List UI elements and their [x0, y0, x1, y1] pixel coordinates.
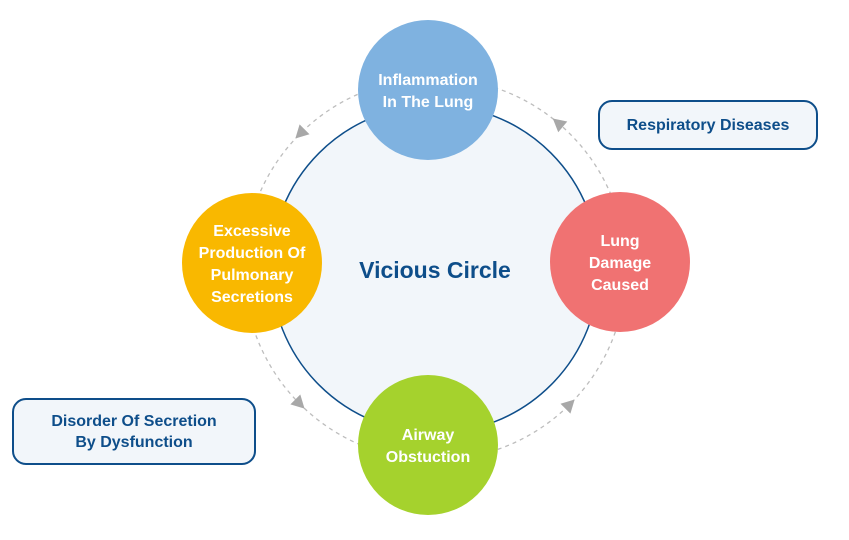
node-airway-label: Airway	[402, 427, 455, 444]
node-lung-damage-label: Damage	[589, 255, 651, 272]
node-airway-circle	[358, 375, 498, 515]
node-excessive-production-label: Excessive	[213, 223, 291, 240]
arrow-bottom-right-icon	[560, 399, 575, 414]
node-excessive-production-label: Pulmonary	[211, 267, 294, 284]
arrow-bottom-left-icon	[290, 394, 305, 409]
node-lung-damage-label: Lung	[600, 233, 639, 250]
node-inflammation-label: Inflammation	[378, 72, 478, 89]
disorder-of-secretion-callout: Disorder Of Secretion By Dysfunction	[12, 398, 256, 465]
node-excessive-production-label: Secretions	[211, 289, 293, 306]
node-airway-label: Obstuction	[386, 449, 470, 466]
node-lung-damage-label: Caused	[591, 277, 649, 294]
respiratory-diseases-label: Respiratory Diseases	[626, 116, 790, 134]
node-inflammation-circle	[358, 20, 498, 160]
respiratory-diseases-callout: Respiratory Diseases	[598, 100, 818, 150]
node-inflammation: Inflammation In The Lung	[358, 20, 498, 160]
center-title: Vicious Circle	[359, 257, 511, 283]
arrow-top-left-icon	[295, 124, 310, 139]
node-excessive-production-label: Production Of	[199, 245, 306, 262]
arrow-top-right-icon	[552, 118, 568, 133]
disorder-label-line-1: Disorder Of Secretion	[51, 412, 217, 430]
disorder-label-line-2: By Dysfunction	[75, 433, 193, 451]
node-inflammation-label: In The Lung	[383, 94, 474, 111]
node-excessive-production-circle	[182, 193, 322, 333]
node-lung-damage-circle	[550, 192, 690, 332]
